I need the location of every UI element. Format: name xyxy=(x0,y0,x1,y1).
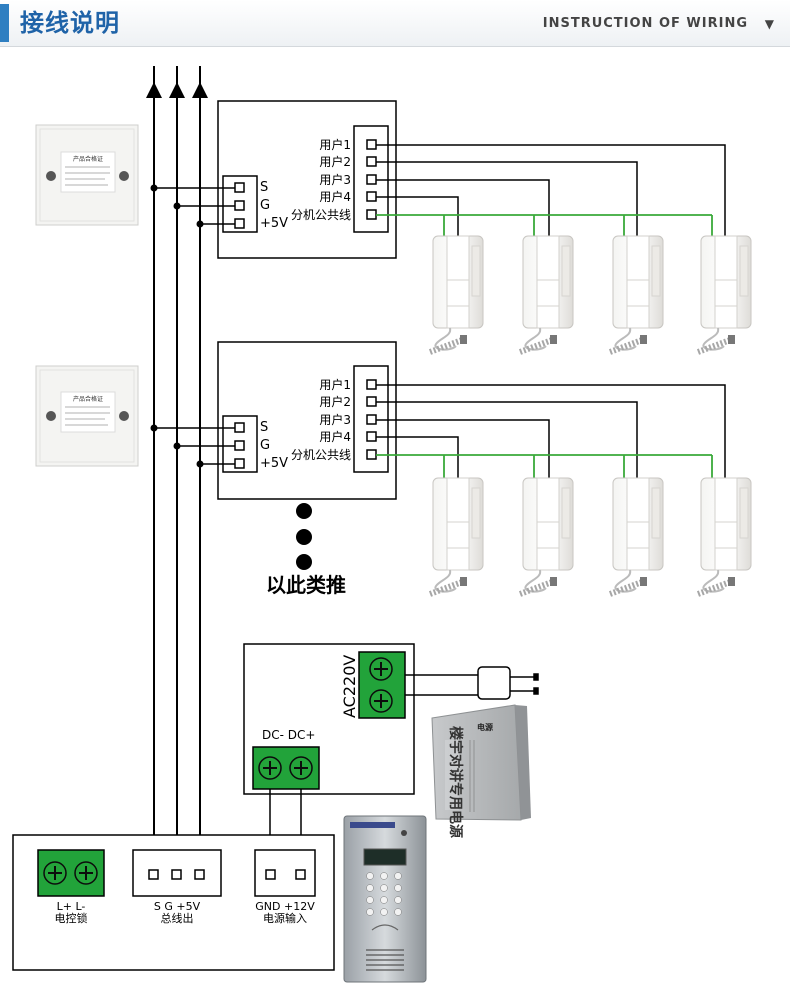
page-title: 接线说明 xyxy=(20,9,120,37)
page-subtitle: INSTRUCTION OF WIRING xyxy=(542,16,748,31)
power-box-title: 电源 xyxy=(477,722,493,732)
user-label-3: 用户3 xyxy=(319,172,351,187)
bus-out-label: 总线出 xyxy=(161,911,194,925)
handset-phone xyxy=(698,236,751,352)
bus-wires xyxy=(153,66,201,848)
certificate-label: 产品合格证 xyxy=(73,395,103,403)
header-accent-bar xyxy=(0,4,9,42)
power-in-terminal-block xyxy=(254,849,316,897)
dc-output-label: DC- DC+ xyxy=(262,728,315,742)
common-line-label: 分机公共线 xyxy=(291,208,351,222)
bus-pin-labels: S G +5V xyxy=(154,900,201,913)
continuation-dots xyxy=(296,503,312,570)
handset-phone xyxy=(520,236,573,352)
user-label-1: 用户1 xyxy=(319,377,351,392)
common-line-label: 分机公共线 xyxy=(291,448,351,462)
user-label-3: 用户3 xyxy=(319,412,351,427)
power-box-text: 楼宇对讲专用电源 xyxy=(447,726,464,838)
decoder-module-1: 产品合格证 xyxy=(35,124,139,226)
certificate-label: 产品合格证 xyxy=(73,155,103,163)
user-label-2: 用户2 xyxy=(319,394,351,409)
handset-phone xyxy=(430,236,483,352)
common-wire-1 xyxy=(376,214,713,236)
handset-phone xyxy=(430,478,483,594)
page-header: 接线说明 INSTRUCTION OF WIRING ▼ xyxy=(0,0,790,47)
handset-phone xyxy=(520,478,573,594)
ac-input-label: AC220V xyxy=(340,655,359,718)
user-label-4: 用户4 xyxy=(319,189,351,204)
user-label-4: 用户4 xyxy=(319,429,351,444)
power-supply-diagram: AC220V DC- DC+ xyxy=(243,643,539,876)
user-label-1: 用户1 xyxy=(319,137,351,152)
pin-label-g: G xyxy=(260,198,270,213)
power-pin-labels: GND +12V xyxy=(255,900,315,913)
main-controller: L+ L- 电控锁 S G +5V 总线出 GND +12V 电源输入 xyxy=(12,834,335,971)
lock-label: 电控锁 xyxy=(55,911,88,925)
bus-arrow-icon xyxy=(146,82,208,98)
pin-label-5v: +5V xyxy=(260,216,288,231)
handset-phone xyxy=(610,236,663,352)
lock-pin-labels: L+ L- xyxy=(57,900,86,913)
continuation-label: 以此类推 xyxy=(266,573,346,597)
decoder-module-2: 产品合格证 xyxy=(35,365,139,467)
decoder-unit-2: 产品合格证 S G +5V 用户1 用户2 用户3 用户4 xyxy=(35,341,751,594)
door-station-panel xyxy=(343,815,427,983)
pin-label-s: S xyxy=(260,180,268,195)
pin-label-g: G xyxy=(260,438,270,453)
power-in-label: 电源输入 xyxy=(263,911,307,925)
power-supply-box: 电源 楼宇对讲专用电源 xyxy=(431,704,531,838)
chevron-down-icon: ▼ xyxy=(764,17,774,31)
handset-phone xyxy=(610,478,663,594)
user-label-2: 用户2 xyxy=(319,154,351,169)
common-wire-2 xyxy=(376,454,713,478)
pin-label-s: S xyxy=(260,420,268,435)
handset-phone xyxy=(698,478,751,594)
pin-label-5v: +5V xyxy=(260,456,288,471)
decoder-unit-1: 产品合格证 S G +5V 用户1 用户2 用户3 用户4 xyxy=(35,100,751,352)
